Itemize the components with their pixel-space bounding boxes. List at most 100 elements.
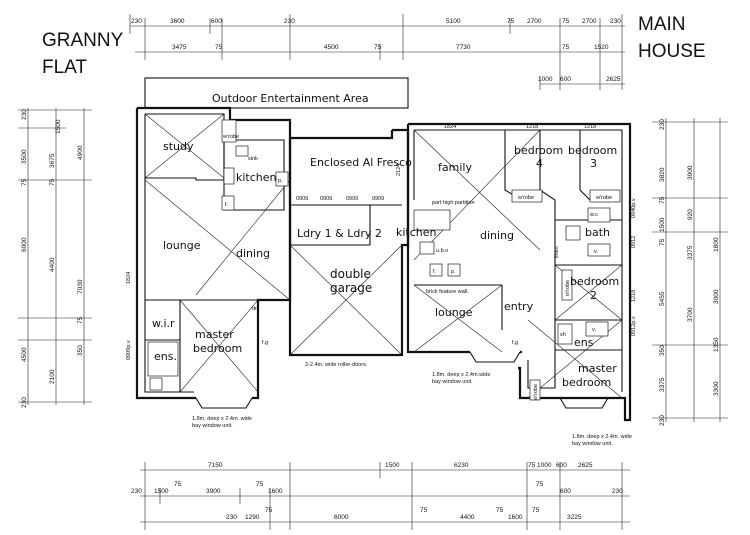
dim-label: 230 <box>612 488 623 495</box>
linen-label: linen <box>554 246 560 258</box>
dim-label: 350 <box>659 345 666 356</box>
dim-label: 600 <box>560 76 571 83</box>
dim-label-top-family: 1824 <box>444 124 456 130</box>
dim-label: 75 <box>496 507 504 514</box>
dim-label: 1800 <box>713 237 720 252</box>
room-lounge-granny: lounge <box>163 239 201 252</box>
dim-label: 4500 <box>21 347 28 362</box>
dim-label: 75 <box>659 238 666 246</box>
room-double-garage-line1: double <box>330 267 371 281</box>
dim-label: 3000 <box>713 289 720 304</box>
pantry-fixture-main <box>447 263 461 277</box>
dim-label: 3675 <box>49 153 56 168</box>
dim-label: 3820 <box>659 167 666 182</box>
room-double-garage-line2: garage <box>330 281 372 295</box>
top-dimension-lines <box>129 14 625 90</box>
wardrobe-bed2 <box>561 269 573 301</box>
dim-label: 7150 <box>208 462 223 469</box>
window-label: 1218 <box>631 290 637 302</box>
roller-door-note: 2-2.4m. wide roller-doors. <box>305 362 368 368</box>
dim-label: 230 <box>659 415 666 426</box>
wc-fixture <box>587 207 611 223</box>
wardrobe-bed4 <box>511 189 543 203</box>
dim-label-top-bed4: 1218 <box>526 124 538 130</box>
main-house-title-line1: MAIN <box>638 14 686 35</box>
dim-label: 920 <box>687 209 694 220</box>
bottom-dimension-row-2: 230 1500 75 3900 75 1600 75 600 230 <box>131 481 623 495</box>
dim-label: 75 <box>532 507 540 514</box>
bedroom-dividers <box>504 130 591 201</box>
granny-flat-title-line2: FLAT <box>42 57 87 78</box>
dim-label: 600 <box>560 488 571 495</box>
room-bedroom-3-line1: bedroom <box>568 144 617 157</box>
dim-label: 3500 <box>21 149 28 164</box>
top-dimension-row-2: 3475 75 4500 75 7730 75 1520 <box>172 44 609 51</box>
room-bath: bath <box>585 226 610 239</box>
room-wir: w.i.r <box>152 317 175 330</box>
dim-label: 75 <box>507 18 515 25</box>
wrobe-label-bed3: w'robe <box>595 195 612 201</box>
dim-label: 3900 <box>206 488 221 495</box>
bottom-dimension-row-3: 230 1290 75 6000 75 4400 75 1600 75 3225 <box>226 507 582 521</box>
bay-note-main-2: bay window unit. <box>432 379 473 385</box>
dim-label: 75 <box>420 507 428 514</box>
fridge-fixture <box>223 167 235 185</box>
room-master-granny-line2: bedroom <box>193 342 242 355</box>
shower-label: sh <box>560 332 566 338</box>
bay-note-granny-2: bay window unit. <box>192 423 233 429</box>
wardrobe-bed3 <box>589 189 621 203</box>
fg-label-main: f.g <box>512 340 518 346</box>
dim-label: 1600 <box>508 514 523 521</box>
main-house-diagonals <box>413 129 623 399</box>
bath-fixture <box>565 225 581 241</box>
top-dimension-row-1: 230 3600 600 230 5100 75 2700 75 2700 23… <box>131 18 621 25</box>
left-dimension-lines <box>18 108 92 405</box>
main-house-title-line2: HOUSE <box>638 41 706 62</box>
dim-label: 6000 <box>334 514 349 521</box>
dim-label: 75 <box>256 481 264 488</box>
room-family: family <box>438 161 472 174</box>
dim-label-top-bed3: 1218 <box>584 124 596 130</box>
outdoor-entertainment-area <box>144 77 409 109</box>
pantry-label-main: p. <box>451 269 456 275</box>
dim-label: 230 <box>21 109 28 120</box>
dim-label: 4400 <box>49 257 56 272</box>
wrobe-label-bed2: w'robe <box>565 280 571 297</box>
dim-label: 75 <box>562 18 570 25</box>
window-label: 0912p.v <box>631 316 637 336</box>
right-dimension-labels: 230 3820 75 1500 75 5455 350 3375 230 39… <box>659 119 720 426</box>
dim-label: 75 <box>562 44 570 51</box>
room-laundry: Ldry 1 & Ldry 2 <box>297 227 382 240</box>
dim-label: 1500 <box>55 119 62 134</box>
room-ens-main: ens <box>574 336 594 349</box>
dim-label: 1500 <box>154 488 169 495</box>
dim-label: 600 <box>211 18 222 25</box>
granny-inner-walls <box>144 113 225 393</box>
wrobe-label: w'robe <box>222 134 239 140</box>
dim-label: 2700 <box>582 18 597 25</box>
dim-label: 3225 <box>567 514 582 521</box>
dim-label: 4400 <box>460 514 475 521</box>
dim-label: 1500 <box>659 217 666 232</box>
room-master-main-line1: master <box>578 362 617 375</box>
room-study: study <box>163 140 194 153</box>
dim-label: 75 <box>215 44 223 51</box>
window-label: 0909 <box>296 196 308 202</box>
vanity-bath <box>587 243 611 257</box>
window-label: 0909p.v <box>126 340 132 360</box>
bay-note-granny-1: 1.8m. deep x 2.4m. wide <box>192 416 252 422</box>
dim-label: 230 <box>284 18 295 25</box>
dim-label: 75 <box>528 462 536 469</box>
ensuite-vanity-main <box>585 321 609 337</box>
dim-label: 3475 <box>172 44 187 51</box>
room-kitchen-main: kitchen <box>396 226 437 239</box>
dim-label: 3375 <box>659 377 666 392</box>
fridge-fixture-main <box>429 263 443 277</box>
wrobe-label-bed4: w'robe <box>517 195 534 201</box>
vanity-label: v. <box>594 249 598 255</box>
dim-label: 230 <box>226 514 237 521</box>
dim-label: 6000 <box>21 237 28 252</box>
left-dimension-labels: 230 1500 75 3500 75 6000 75 4500 230 367… <box>21 109 84 408</box>
window-label: 0909 <box>372 196 384 202</box>
